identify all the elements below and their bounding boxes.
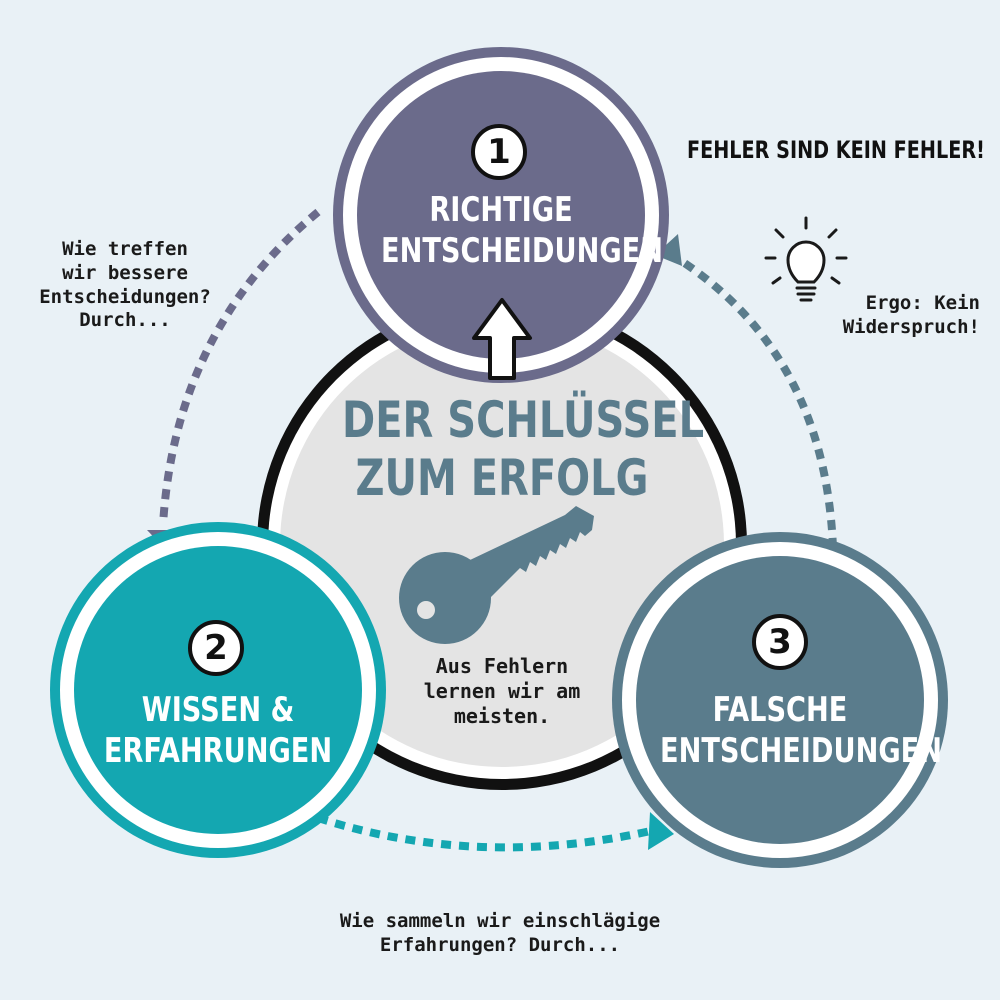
- center-note: Aus Fehlern lernen wir am meisten.: [402, 654, 602, 729]
- node-3-line1: FALSCHE: [712, 690, 848, 730]
- node-1-line1: RICHTIGE: [429, 190, 573, 230]
- note-top-right: FEHLER SIND KEIN FEHLER!: [687, 136, 985, 164]
- center-note-line2: lernen wir am: [423, 679, 581, 703]
- title-line2: ZUM ERFOLG: [355, 448, 649, 507]
- note-right: Ergo: Kein Widerspruch!: [770, 292, 980, 340]
- node-1-number: 1: [471, 124, 527, 180]
- node-2-line2: ERFAHRUNGEN: [103, 731, 333, 772]
- note-bottom-line2: Erfahrungen? Durch...: [379, 933, 621, 956]
- note-left: Wie treffen wir bessere Entscheidungen? …: [20, 238, 230, 333]
- node-falsche-entscheidungen: [612, 532, 948, 868]
- connector-bottom: [316, 814, 656, 852]
- diagram-title: DER SCHLÜSSEL ZUM ERFOLG: [342, 391, 705, 507]
- arrow-up-icon: [472, 298, 532, 380]
- node-2-label: WISSEN & ERFAHRUNGEN: [98, 690, 338, 773]
- arrowhead-bottom: [648, 812, 674, 850]
- connector-left: [159, 208, 321, 526]
- node-wissen-erfahrungen: [50, 522, 386, 858]
- note-left-line1: Wie treffen: [62, 238, 188, 260]
- center-note-line1: Aus Fehlern: [435, 654, 569, 678]
- note-bottom-line1: Wie sammeln wir einschlägige: [339, 910, 661, 932]
- note-left-line2: wir bessere: [62, 261, 188, 284]
- node-3-number: 3: [752, 614, 808, 670]
- node-1-line2: ENTSCHEIDUNGEN: [381, 231, 664, 272]
- node-2-number: 2: [188, 620, 244, 676]
- title-line1: DER SCHLÜSSEL: [342, 391, 705, 449]
- node-richtige-entscheidungen: [333, 47, 669, 383]
- key-icon: [399, 506, 594, 644]
- node-1-label: RICHTIGE ENTSCHEIDUNGEN: [381, 190, 664, 273]
- node-2-line1: WISSEN &: [141, 690, 295, 730]
- node-3-label: FALSCHE ENTSCHEIDUNGEN: [660, 690, 943, 773]
- node-3-line2: ENTSCHEIDUNGEN: [660, 731, 943, 772]
- arrowhead-right: [655, 234, 682, 266]
- note-right-line2: Widerspruch!: [842, 315, 980, 338]
- center-note-line3: meisten.: [453, 704, 551, 728]
- lightbulb-icon: [764, 216, 848, 302]
- note-bottom: Wie sammeln wir einschlägige Erfahrungen…: [240, 910, 760, 958]
- note-right-line1: Ergo: Kein: [865, 292, 980, 314]
- note-left-line3: Entscheidungen?: [39, 285, 211, 308]
- note-left-line4: Durch...: [79, 309, 171, 332]
